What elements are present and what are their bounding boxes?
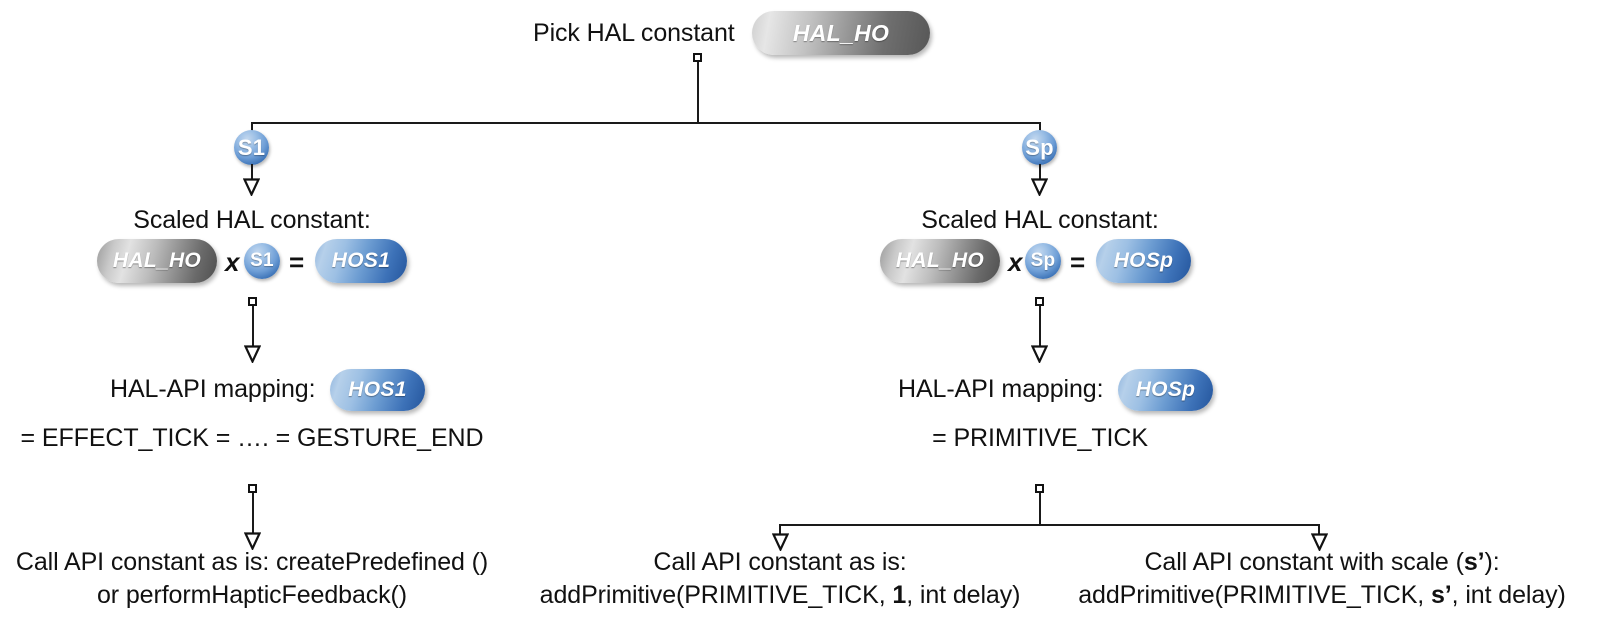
right-leaf-right-line2-post: , int delay) — [1451, 581, 1566, 609]
left-mapping-stem-line — [252, 493, 254, 536]
left-scaled-label: Scaled HAL constant: — [133, 206, 371, 234]
left-result-hos1: HOS1 — [315, 239, 407, 283]
right-operand-hal-ho: HAL_HO — [880, 239, 1000, 283]
right-mapping-junction-marker — [1035, 484, 1044, 493]
left-mapping-junction-marker — [248, 484, 257, 493]
branch-badge-s1: S1 — [234, 130, 269, 165]
left-mapping-pill-hos1: HOS1 — [330, 369, 425, 411]
left-times-operator: x — [225, 247, 240, 277]
badge-arrow-line-right — [1039, 164, 1041, 184]
right-leaf-right-line2: addPrimitive(PRIMITIVE_TICK, s’, int del… — [1078, 579, 1566, 612]
right-split-bar-line — [779, 524, 1319, 526]
left-leaf-line2: or performHapticFeedback() — [96, 581, 408, 609]
left-leaf-line1: Call API constant as is: createPredefine… — [15, 548, 489, 576]
right-leaf-left-line1: Call API constant as is: — [653, 548, 907, 576]
right-scaled-label: Scaled HAL constant: — [921, 206, 1159, 234]
root-label: Pick HAL constant — [533, 19, 735, 47]
left-equals-operator: = — [289, 247, 305, 277]
right-mapping-stem-line — [1039, 493, 1041, 525]
right-result-hosp: HOSp — [1096, 239, 1191, 283]
left-mapping-label: HAL-API mapping: — [110, 375, 316, 403]
right-split-drop-left — [779, 524, 781, 537]
right-leaf-right-line1-post: ): — [1484, 548, 1500, 576]
left-mapping-value: = EFFECT_TICK = …. = GESTURE_END — [20, 424, 484, 452]
branch-bar-line — [251, 122, 1039, 124]
right-leaf-left-line2: addPrimitive(PRIMITIVE_TICK, 1, int dela… — [540, 579, 1021, 612]
right-mapping-pill-hosp: HOSp — [1118, 369, 1213, 411]
right-leaf-right-line1: Call API constant with scale (s’): — [1144, 546, 1499, 579]
right-leaf-right-line1-pre: Call API constant with scale ( — [1144, 548, 1464, 576]
right-leaf-left-line2-pre: addPrimitive(PRIMITIVE_TICK, — [539, 581, 893, 609]
right-equals-operator: = — [1070, 247, 1086, 277]
right-leaf-right-line1-bold: s’ — [1463, 548, 1485, 576]
right-scaled-junction-marker — [1035, 297, 1044, 306]
branch-badge-sp: Sp — [1022, 130, 1057, 165]
root-pill-hal-ho: HAL_HO — [752, 11, 930, 55]
right-leaf-left-line2-bold: 1 — [892, 581, 907, 609]
left-operand-hal-ho: HAL_HO — [97, 239, 217, 283]
left-scaled-stem-line — [252, 306, 254, 349]
right-leaf-left-line2-post: , int delay) — [906, 581, 1021, 609]
badge-arrow-line-left — [251, 164, 253, 184]
right-scaled-stem-line — [1039, 306, 1041, 349]
branch-drop-right — [1039, 122, 1041, 136]
right-leaf-right-line2-bold: s’ — [1430, 581, 1452, 609]
right-operand-sp: Sp — [1025, 243, 1061, 279]
left-operand-s1: S1 — [244, 243, 280, 279]
right-times-operator: x — [1008, 247, 1023, 277]
right-split-drop-right — [1318, 524, 1320, 537]
root-junction-marker — [693, 53, 702, 62]
left-scaled-junction-marker — [248, 297, 257, 306]
root-stem-line — [697, 62, 699, 123]
right-mapping-value: = PRIMITIVE_TICK — [932, 424, 1148, 452]
right-leaf-right-line2-pre: addPrimitive(PRIMITIVE_TICK, — [1078, 581, 1431, 609]
branch-drop-left — [251, 122, 253, 136]
right-mapping-label: HAL-API mapping: — [898, 375, 1104, 403]
